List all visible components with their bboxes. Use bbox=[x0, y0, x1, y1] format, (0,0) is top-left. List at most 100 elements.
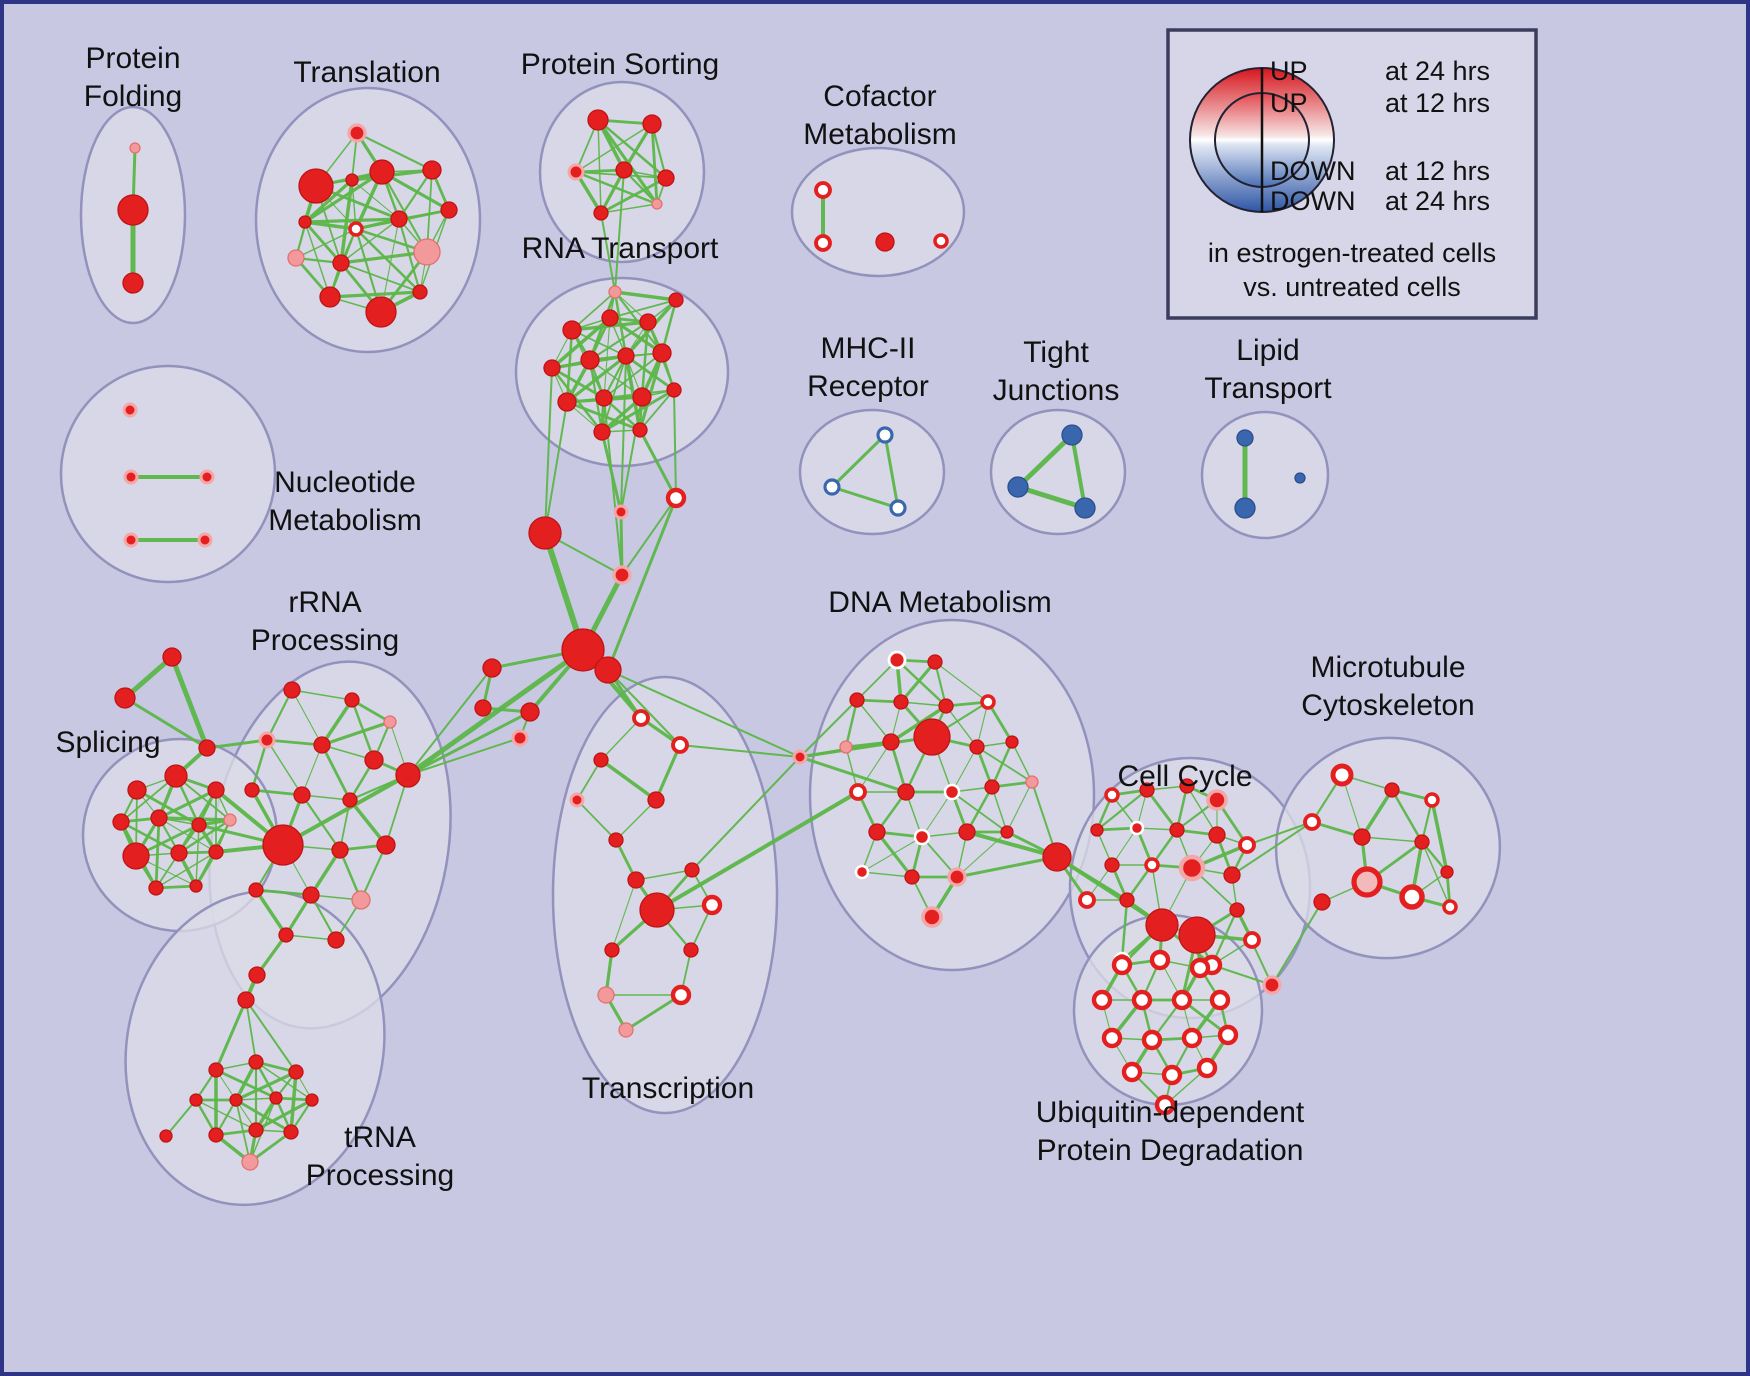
cluster-label-nm-0: Nucleotide bbox=[274, 466, 416, 499]
network-edge bbox=[119, 820, 181, 855]
cluster-label-tr-0: Translation bbox=[293, 56, 440, 89]
network-node bbox=[422, 160, 442, 180]
network-node bbox=[305, 1093, 319, 1107]
network-node bbox=[159, 1129, 173, 1143]
network-node bbox=[1131, 989, 1153, 1011]
network-node bbox=[617, 347, 635, 365]
network-node bbox=[440, 201, 458, 219]
network-node bbox=[615, 161, 633, 179]
network-node bbox=[1351, 866, 1383, 898]
network-edge bbox=[620, 396, 643, 513]
cluster-label-lt-0: Lipid bbox=[1236, 334, 1299, 367]
network-node bbox=[632, 387, 652, 407]
network-edge bbox=[638, 351, 664, 432]
network-node bbox=[639, 892, 675, 928]
network-edge bbox=[613, 290, 664, 355]
network-edge bbox=[354, 227, 422, 294]
network-edge bbox=[169, 654, 210, 751]
network-node bbox=[947, 867, 967, 887]
network-edge bbox=[303, 220, 343, 265]
cluster-label-rt-0: RNA Transport bbox=[522, 232, 719, 265]
network-node bbox=[269, 1091, 283, 1105]
network-node bbox=[383, 715, 397, 729]
network-node bbox=[191, 817, 207, 833]
network-node bbox=[1294, 472, 1306, 484]
network-node bbox=[1119, 892, 1135, 908]
network-node bbox=[129, 142, 141, 154]
network-node bbox=[1145, 908, 1179, 942]
network-node bbox=[839, 740, 853, 754]
network-node bbox=[1090, 823, 1104, 837]
network-edge bbox=[359, 843, 388, 902]
network-node bbox=[921, 906, 943, 928]
network-edge bbox=[380, 170, 451, 212]
network-node bbox=[1209, 989, 1231, 1011]
network-edge bbox=[889, 740, 908, 794]
network-edge bbox=[158, 817, 217, 853]
network-node bbox=[189, 1093, 203, 1107]
network-node bbox=[587, 109, 609, 131]
network-node bbox=[1169, 822, 1185, 838]
network-node bbox=[632, 422, 648, 438]
network-node bbox=[1111, 954, 1133, 976]
network-node bbox=[1101, 1027, 1123, 1049]
network-edge bbox=[340, 262, 421, 293]
legend-time-1: at 12 hrs bbox=[1385, 88, 1490, 118]
network-edge bbox=[291, 689, 353, 701]
network-edge bbox=[303, 217, 401, 224]
network-node bbox=[302, 886, 320, 904]
network-edge bbox=[574, 170, 659, 206]
network-node bbox=[1414, 834, 1430, 850]
legend-time-2: at 12 hrs bbox=[1385, 156, 1490, 186]
network-edge bbox=[895, 658, 948, 708]
legend-direction-0: UP bbox=[1270, 56, 1308, 86]
network-node bbox=[792, 749, 808, 765]
network-edge bbox=[856, 699, 892, 743]
network-node bbox=[580, 350, 600, 370]
network-node bbox=[1149, 949, 1171, 971]
network-node bbox=[342, 792, 358, 808]
network-edge bbox=[613, 290, 678, 302]
network-edge bbox=[1015, 432, 1075, 490]
network-node bbox=[1384, 782, 1400, 798]
network-node bbox=[248, 1122, 264, 1138]
network-node bbox=[117, 194, 149, 226]
network-edge bbox=[289, 1070, 298, 1134]
network-node bbox=[601, 309, 619, 327]
network-node bbox=[298, 168, 334, 204]
cluster-label-mh-1: Receptor bbox=[807, 370, 929, 403]
network-node bbox=[390, 210, 408, 228]
cluster-label-tn-1: Processing bbox=[306, 1159, 454, 1192]
network-node bbox=[1234, 497, 1256, 519]
network-node bbox=[1217, 1024, 1239, 1046]
network-node bbox=[528, 516, 562, 550]
cluster-ellipse-nm bbox=[59, 364, 277, 584]
network-node bbox=[701, 894, 723, 916]
network-node bbox=[642, 114, 662, 134]
cluster-ellipse-lt bbox=[1200, 410, 1330, 540]
network-node bbox=[150, 809, 168, 827]
network-edge bbox=[798, 755, 908, 794]
legend-time-0: at 24 hrs bbox=[1385, 56, 1490, 86]
network-edge bbox=[606, 496, 678, 672]
cluster-ellipse-mh bbox=[798, 408, 946, 536]
network-edge bbox=[254, 888, 288, 937]
network-node bbox=[365, 296, 397, 328]
network-edge bbox=[407, 667, 493, 776]
cluster-label-tj-1: Junctions bbox=[993, 374, 1120, 407]
network-node bbox=[1042, 842, 1072, 872]
cluster-label-rr-0: rRNA bbox=[288, 586, 361, 619]
legend-direction-2: DOWN bbox=[1270, 156, 1355, 186]
network-node bbox=[223, 813, 237, 827]
network-node bbox=[395, 762, 421, 788]
network-node bbox=[647, 791, 665, 809]
network-node bbox=[897, 783, 915, 801]
network-node bbox=[332, 254, 350, 272]
network-node bbox=[1074, 497, 1096, 519]
network-edge bbox=[303, 178, 354, 224]
network-edge bbox=[380, 218, 400, 313]
network-edge bbox=[654, 743, 682, 802]
network-node bbox=[567, 163, 585, 181]
network-node bbox=[482, 658, 502, 678]
